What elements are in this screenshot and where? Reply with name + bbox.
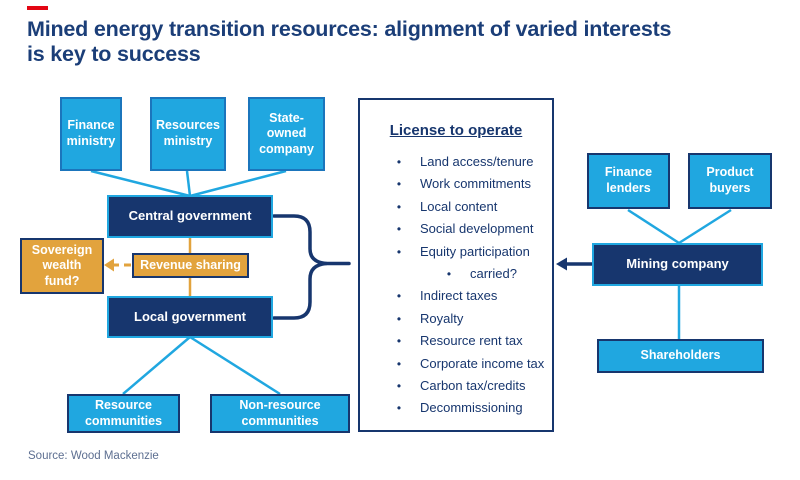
bullet-marker: • — [396, 356, 402, 371]
license-item-label: carried? — [470, 265, 517, 281]
license-item: • Indirect taxes — [360, 288, 552, 310]
license-item: • Land access/tenure — [360, 154, 552, 176]
license-panel: License to operate • Land access/tenure • W… — [358, 98, 554, 432]
bullet-marker: • — [396, 222, 402, 237]
box-shareholders-label: Shareholders — [640, 348, 721, 363]
box-resource-communities: Resource communities — [67, 394, 180, 433]
bullet-marker: • — [396, 401, 402, 416]
license-item: • Equity participation — [360, 244, 552, 266]
box-product-buyers: Product buyers — [688, 153, 772, 209]
license-item-label: Equity participation — [420, 243, 530, 259]
page-title: Mined energy transition resources: align… — [27, 17, 747, 68]
license-item: • Decommissioning — [360, 400, 552, 422]
box-mining-company: Mining company — [592, 243, 763, 286]
box-finance-lenders: Finance lenders — [587, 153, 670, 209]
box-sovereign-wealth-fund-label: Sovereign wealth fund? — [31, 242, 93, 288]
box-resource-communities-label: Resource communities — [84, 397, 163, 428]
license-item: • Corporate income tax — [360, 356, 552, 378]
box-central-government: Central government — [107, 195, 273, 238]
box-resources-ministry-label: Resources ministry — [156, 118, 220, 148]
box-revenue-sharing: Revenue sharing — [132, 253, 249, 278]
license-item: • Local content — [360, 199, 552, 221]
box-non-resource-communities: Non-resource communities — [210, 394, 350, 433]
license-item-label: Indirect taxes — [420, 288, 498, 304]
bullet-marker: • — [396, 244, 402, 259]
license-item-label: Land access/tenure — [420, 154, 534, 169]
box-product-buyers-label: Product buyers — [706, 165, 754, 195]
box-finance-ministry-label: Finance ministry — [66, 118, 116, 148]
bullet-marker: • — [396, 177, 402, 192]
box-sovereign-wealth-fund: Sovereign wealth fund? — [20, 238, 104, 294]
license-list: • Land access/tenure • Work commitments • Loc… — [360, 154, 552, 423]
license-item-label: Work commitments — [420, 176, 531, 192]
license-item-label: Corporate income tax — [420, 355, 545, 371]
box-state-owned-company-label: State-owned company — [259, 110, 314, 156]
license-item-label: Local content — [420, 198, 498, 214]
license-item: • Work commitments — [360, 176, 552, 198]
license-item-label: Social development — [420, 221, 534, 237]
box-state-owned-company: State-owned company — [248, 97, 325, 171]
license-item: • Royalty — [360, 311, 552, 333]
bullet-marker: • — [396, 289, 402, 304]
license-item-label: Carbon tax/credits — [420, 377, 526, 393]
box-finance-ministry: Finance ministry — [60, 97, 122, 171]
revenue-to-swf-arrow — [104, 258, 131, 272]
license-item: • Social development — [360, 221, 552, 243]
box-revenue-sharing-label: Revenue sharing — [140, 257, 241, 272]
mining-to-license-arrow — [556, 257, 592, 271]
bullet-marker: • — [396, 155, 402, 169]
box-non-resource-communities-label: Non-resource communities — [239, 397, 321, 428]
license-item-label: Decommissioning — [420, 400, 523, 416]
box-local-government-label: Local government — [134, 308, 246, 324]
bullet-marker: • — [396, 311, 402, 326]
source-note: Source: Wood Mackenzie — [28, 450, 159, 462]
government-brace — [272, 214, 351, 320]
box-local-government: Local government — [107, 296, 273, 338]
bullet-marker: • — [396, 334, 402, 349]
bullet-marker: • — [396, 199, 402, 214]
bullet-marker: • — [396, 378, 402, 393]
license-item: • carried? — [360, 266, 552, 288]
bullet-marker: • — [446, 266, 452, 281]
page-title-line2: is key to success — [27, 42, 201, 67]
license-item: • Resource rent tax — [360, 333, 552, 355]
box-finance-lenders-label: Finance lenders — [604, 165, 653, 195]
page-title-line1: Mined energy transition resources: align… — [27, 17, 672, 41]
license-item-label: Royalty — [420, 310, 464, 326]
license-item-label: Resource rent tax — [420, 333, 523, 349]
box-central-government-label: Central government — [128, 208, 252, 224]
brand-dash — [27, 6, 48, 10]
box-shareholders: Shareholders — [597, 339, 764, 373]
license-item: • Carbon tax/credits — [360, 378, 552, 400]
box-mining-company-label: Mining company — [626, 256, 729, 272]
box-resources-ministry: Resources ministry — [150, 97, 226, 171]
license-panel-title: License to operate — [389, 122, 523, 139]
